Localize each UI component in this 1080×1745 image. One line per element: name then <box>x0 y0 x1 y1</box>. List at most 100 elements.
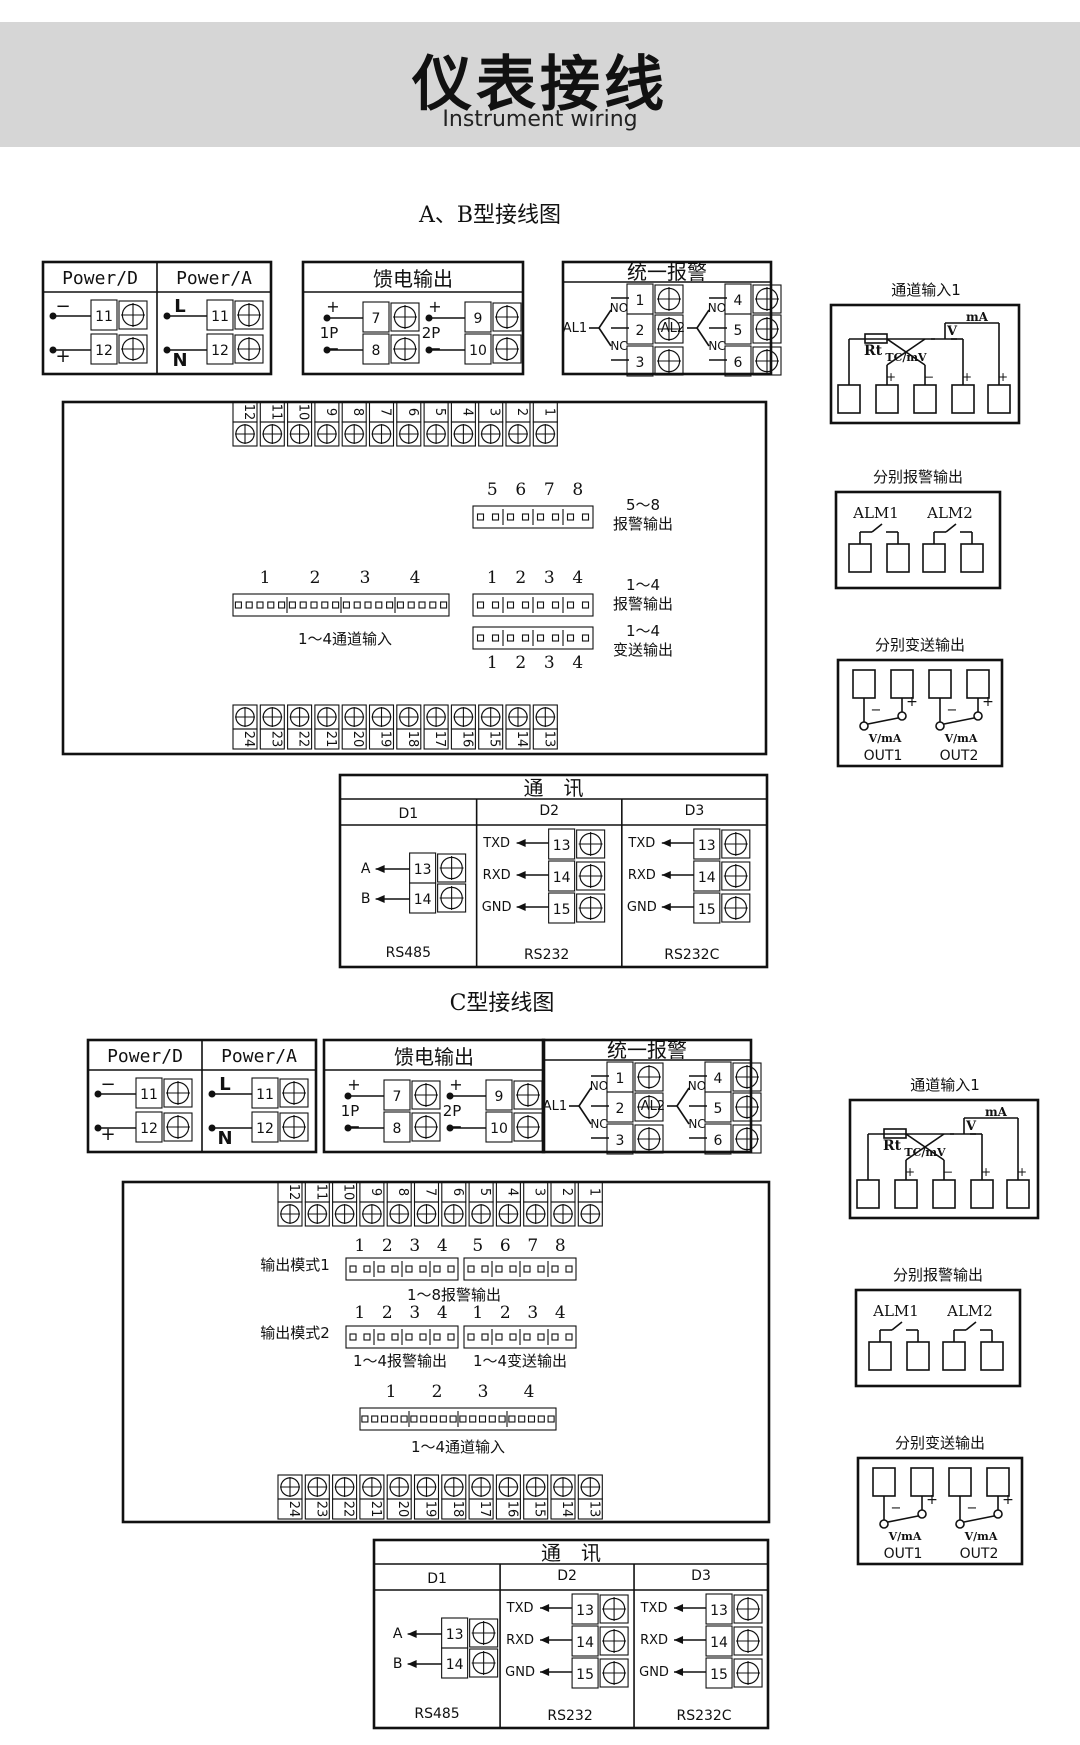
connector-pin <box>407 601 415 609</box>
number-box <box>548 860 576 892</box>
terminal-number: 15 <box>553 902 571 918</box>
terminal-row: 15 <box>548 892 606 924</box>
channel-number: 2 <box>432 1382 443 1402</box>
strip-number: 20 <box>395 1501 410 1518</box>
relay-icon <box>872 1467 896 1497</box>
port-label: 2P <box>443 1102 462 1120</box>
connector-pin <box>536 634 545 642</box>
channel-number: 3 <box>360 568 371 588</box>
gnd-label: GND <box>505 1665 535 1680</box>
number-box <box>577 1498 603 1520</box>
number-box <box>571 1593 599 1625</box>
tc-label: TC/mV <box>885 351 927 364</box>
connector-pin <box>380 1415 389 1423</box>
terminal-screw-icon <box>359 1474 385 1500</box>
strip-terminal: 18 <box>441 1474 467 1520</box>
connector-pin <box>375 601 383 609</box>
terminal-ring <box>973 711 983 721</box>
connector-pin <box>547 1415 555 1423</box>
terminal-screw-icon <box>634 1124 664 1154</box>
rt-label: Rt <box>864 343 883 359</box>
outline <box>441 1201 467 1227</box>
relay-coil <box>922 543 946 573</box>
terminal-screw-icon <box>532 421 558 447</box>
strip-terminal: 24 <box>277 1474 303 1520</box>
terminal-ring <box>917 1509 927 1519</box>
rs-label: RS232 <box>524 947 569 963</box>
terminal-row: 13 <box>548 828 606 860</box>
terminal-screw-icon <box>279 1078 309 1108</box>
alarm-output-title: 分别报警输出 <box>893 1266 983 1284</box>
connector-pin <box>364 601 372 609</box>
strip-terminal: 8 <box>386 1181 412 1227</box>
number-box <box>495 1498 521 1520</box>
terminal-screw-icon <box>654 284 684 314</box>
arrow-head <box>375 895 385 903</box>
terminal-screw-icon <box>332 1201 358 1227</box>
outline <box>234 334 264 364</box>
terminal-screw-icon <box>721 893 751 923</box>
terminal-row: 15 <box>571 1657 629 1689</box>
connector-pin <box>342 601 350 609</box>
strip-terminal: 14 <box>505 704 531 750</box>
terminal-number: 12 <box>211 343 229 359</box>
strip-terminal: 10 <box>287 401 313 447</box>
terminal-screw-icon <box>441 1201 467 1227</box>
connector-pin <box>481 1265 489 1273</box>
terminal-row: 12 <box>251 1111 309 1143</box>
mode2-label: 输出模式2 <box>260 1324 330 1342</box>
outline <box>732 1124 762 1154</box>
terminal-row: 2 <box>606 1091 664 1123</box>
arrow-head <box>375 865 385 873</box>
terminal-screw-icon <box>523 1474 549 1500</box>
rxd-label: RXD <box>640 1633 668 1648</box>
ma-label: mA <box>985 1105 1008 1119</box>
terminal-screw-icon <box>437 853 467 883</box>
relay-contact <box>598 327 612 347</box>
nc-label: NC <box>688 1117 705 1131</box>
out-label: OUT2 <box>940 748 979 764</box>
d3-label: D3 <box>685 803 705 819</box>
strip-number: 15 <box>487 731 502 748</box>
number-box <box>724 313 752 345</box>
terminal-screw-icon <box>495 1201 521 1227</box>
terminal-screw-icon <box>234 334 264 364</box>
number-box <box>362 333 390 365</box>
strip-number: 20 <box>350 731 365 748</box>
plus-sign: + <box>1017 1165 1027 1179</box>
terminal-screw-icon <box>576 829 606 859</box>
strip-number: 18 <box>405 731 420 748</box>
outline <box>634 1092 664 1122</box>
strip-terminal: 2 <box>505 401 531 447</box>
strip-number: 12 <box>286 1184 301 1201</box>
d1-label: D1 <box>398 806 418 822</box>
mode1-right-connector <box>463 1257 577 1281</box>
terminal-screw-icon <box>468 1474 494 1500</box>
terminal-ring <box>879 1519 889 1529</box>
connector-body <box>232 593 450 617</box>
arrow-head <box>407 1630 417 1638</box>
terminal-number: 12 <box>256 1121 274 1137</box>
plus-sign: + <box>1002 1492 1014 1508</box>
strip-number: 19 <box>378 731 393 748</box>
comm-title: 通 讯 <box>524 776 584 800</box>
connector-pin <box>469 1415 477 1423</box>
terminal-screw-icon <box>599 1594 629 1624</box>
connector-pin <box>405 1265 413 1273</box>
strip-terminal: 5 <box>468 1181 494 1227</box>
terminal-row: 3 <box>626 345 684 377</box>
strip-terminal: 9 <box>314 401 340 447</box>
alarm-output-frame <box>834 490 1002 590</box>
arrow-head <box>407 1660 417 1668</box>
terminal-screw-icon <box>550 1201 576 1227</box>
outline <box>469 1648 499 1678</box>
connector-pin <box>506 634 515 642</box>
b-label: B <box>361 891 371 907</box>
connector-pin <box>476 513 485 521</box>
strip-terminal: 12 <box>277 1181 303 1227</box>
connector-pin <box>467 1333 475 1341</box>
channel-number: 4 <box>572 568 583 588</box>
channel-number: 1 <box>354 1303 365 1323</box>
no-label: NO <box>610 301 628 315</box>
